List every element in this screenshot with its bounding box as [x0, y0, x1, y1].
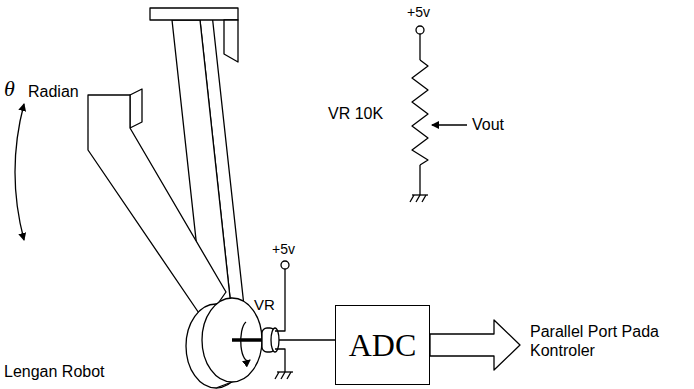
- angle-symbol: θ: [4, 76, 15, 102]
- part-label: Lengan Robot: [4, 362, 105, 381]
- wire: [275, 269, 285, 331]
- tilted-arm: [88, 95, 226, 322]
- wiper-arrow: [432, 124, 467, 125]
- supply-label: +5v: [407, 4, 430, 21]
- output-label: Parallel Port Pada Kontroler: [530, 322, 680, 360]
- hub-front: [202, 298, 262, 382]
- shaft: [232, 338, 262, 342]
- tilted-arm-side: [130, 89, 142, 128]
- output-arrow: [430, 320, 520, 370]
- terminal: [416, 26, 424, 34]
- box-label: ADC: [349, 327, 417, 364]
- arm-flap: [224, 20, 238, 62]
- resistor-symbol: [412, 60, 428, 165]
- signal-label: Vout: [472, 115, 504, 134]
- component-label: VR 10K: [328, 104, 383, 123]
- signal-wire: [279, 339, 335, 340]
- terminal: [281, 261, 289, 269]
- arm-plate: [150, 8, 238, 20]
- shaft-rotation-arrow: [241, 322, 250, 361]
- unit-label: Radian: [28, 82, 79, 101]
- supply-label: +5v: [272, 241, 295, 258]
- process-box: ADC: [335, 305, 430, 385]
- component-label: VR: [254, 296, 275, 314]
- rotation-arrow: [15, 104, 24, 240]
- wire: [275, 349, 285, 372]
